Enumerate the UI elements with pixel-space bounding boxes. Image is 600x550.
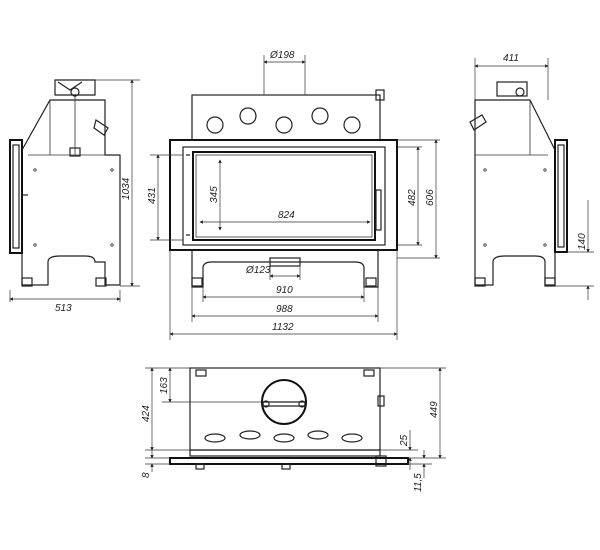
dim-label-411: 411 [503,53,519,64]
dim-606: 606 [397,139,440,259]
dim-8: 8 [141,450,170,478]
dim-910: 910 [202,285,365,302]
dim-label-449: 449 [429,401,440,418]
dim-air-123: Ø123 [245,262,301,280]
dim-513: 513 [9,290,121,314]
dim-label-345: 345 [209,186,220,203]
dim-label-513: 513 [55,303,72,314]
dim-1132: 1132 [169,250,398,340]
dim-988: 988 [191,287,379,322]
left-side-view [9,79,121,287]
dim-label-910: 910 [276,285,293,296]
dim-label-11-5: 11,5 [413,473,424,492]
dim-11-5: 11,5 [408,450,432,492]
top-view [169,367,409,470]
dim-label-air-123: Ø123 [245,265,271,276]
dim-label-482: 482 [407,189,418,206]
dim-label-1132: 1132 [272,322,294,333]
dim-140: 140 [555,200,594,300]
dim-label-988: 988 [276,304,293,315]
dim-label-431: 431 [147,187,158,204]
dim-1034: 1034 [95,79,140,287]
dim-label-140: 140 [577,233,588,250]
dim-label-flue-198: Ø198 [269,50,295,61]
dim-label-163: 163 [159,377,170,394]
dim-label-25: 25 [399,434,410,447]
right-side-view [469,81,568,287]
dim-824: 824 [199,210,371,224]
dim-482: 482 [397,146,422,246]
dim-label-824: 824 [278,210,295,221]
dim-label-1034: 1034 [121,177,132,200]
dim-label-424: 424 [141,405,152,422]
dim-424: 424 [141,367,190,451]
dim-label-606: 606 [425,189,436,206]
dim-163: 163 [159,367,262,403]
dim-label-8: 8 [141,472,152,478]
dim-411: 411 [474,53,549,100]
dim-flue-198: Ø198 [263,50,306,95]
dim-345: 345 [209,159,222,231]
dim-449: 449 [380,367,446,459]
dim-431: 431 [147,154,183,241]
front-view [169,89,398,288]
